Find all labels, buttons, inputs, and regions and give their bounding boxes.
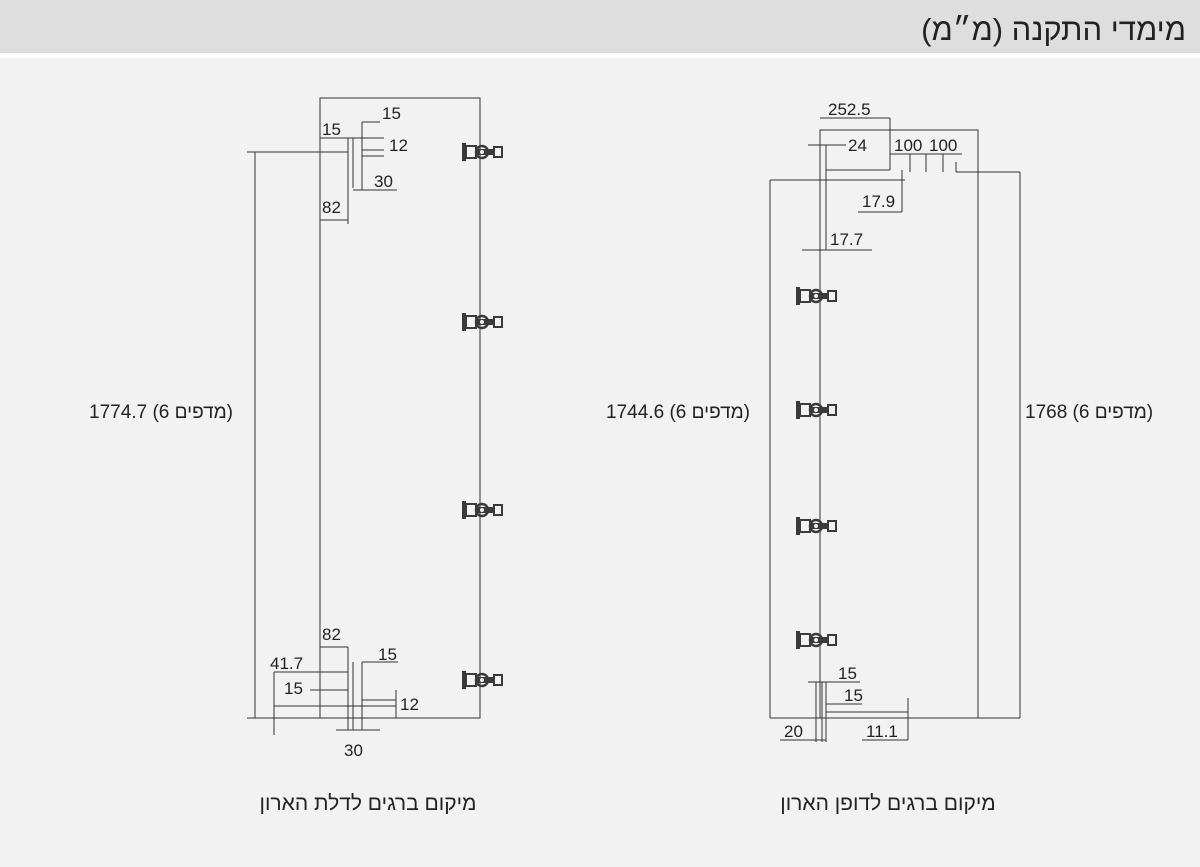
hinge-icon [460, 141, 504, 163]
cabinet-height-label: 1744.6 (6 מדפים) [606, 402, 750, 423]
cabinet-drawing: 1744.6 (6 מדפים) 1768 (6 מדפים) 252.5 24… [606, 100, 1153, 815]
door-top-detail: 15 15 12 30 82 [320, 104, 408, 224]
door-caption: מיקום ברגים לדלת הארון [260, 792, 477, 815]
cabinet-top-100a: 100 [894, 136, 922, 155]
door-bottom-30: 30 [344, 741, 363, 760]
diagram-panel [0, 64, 1200, 864]
cabinet-bottom-11-1: 11.1 [866, 722, 898, 741]
door-top-30: 30 [374, 172, 393, 191]
hinge-icon [794, 399, 838, 421]
cabinet-top-17-7: 17.7 [830, 230, 863, 249]
cabinet-caption: מיקום ברגים לדופן הארון [780, 792, 995, 815]
cabinet-top-detail: 252.5 24 100 100 17.9 17.7 [802, 100, 962, 718]
door-bottom-15a: 15 [378, 645, 397, 664]
door-top-15a: 15 [382, 104, 401, 123]
door-top-82: 82 [322, 198, 341, 217]
cabinet-bottom-15a: 15 [838, 664, 857, 683]
cabinet-bottom-detail: 15 15 20 11.1 [780, 664, 909, 742]
cabinet-outline [819, 129, 979, 718]
door-outline [319, 97, 481, 719]
door-height-label: 1774.7 (6 מדפים) [89, 402, 233, 423]
cabinet-bottom-15b: 15 [844, 686, 863, 705]
hinge-icon [794, 629, 838, 651]
cabinet-bottom-20: 20 [784, 722, 803, 741]
door-bottom-82: 82 [322, 625, 341, 644]
door-bottom-12: 12 [400, 695, 419, 714]
cabinet-top-100b: 100 [929, 136, 957, 155]
door-bottom-41-7: 41.7 [270, 654, 303, 673]
hinge-icon [460, 669, 504, 691]
cabinet-top-17-9: 17.9 [862, 192, 895, 211]
door-bottom-detail: 82 15 41.7 15 12 30 [270, 625, 419, 760]
door-top-15b: 15 [322, 120, 341, 139]
hinge-icon [794, 515, 838, 537]
door-top-12: 12 [389, 136, 408, 155]
door-drawing: 1774.7 (6 מדפים) 15 15 12 30 82 [89, 97, 504, 815]
hinge-icon [460, 499, 504, 521]
cabinet-top-252-5: 252.5 [828, 100, 871, 119]
page-header: מימדי התקנה (מ״מ) [0, 0, 1200, 58]
hinge-icon [460, 311, 504, 333]
door-bottom-15b: 15 [284, 679, 303, 698]
cabinet-top-24: 24 [848, 136, 867, 155]
cabinet-outer-height-label: 1768 (6 מדפים) [1025, 402, 1153, 423]
page-title: מימדי התקנה (מ״מ) [921, 12, 1186, 47]
hinge-icon [794, 285, 838, 307]
